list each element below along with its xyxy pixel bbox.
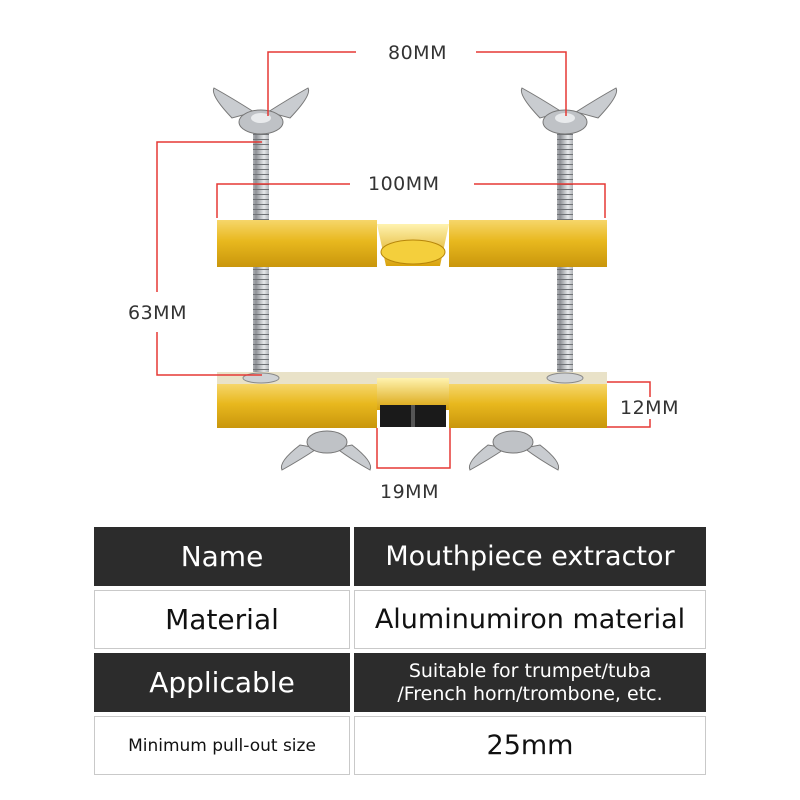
spec-label-name: Name	[94, 527, 350, 586]
table-row: Minimum pull-out size 25mm	[94, 716, 706, 775]
dimension-label-100mm: 100MM	[368, 173, 440, 195]
top-gold-bar	[217, 220, 607, 267]
dimension-label-63mm: 63MM	[128, 302, 187, 324]
bottom-right-wing-nut-icon	[468, 430, 560, 471]
dimension-label-19mm: 19MM	[380, 481, 439, 503]
spec-value-material: Aluminumiron material	[354, 590, 706, 649]
dimension-line-63mm	[156, 141, 262, 292]
mouthpiece-extractor-drawing	[156, 51, 651, 471]
bottom-left-wing-nut-icon	[280, 430, 372, 471]
table-row: Name Mouthpiece extractor	[94, 527, 706, 586]
bottom-gold-bar	[217, 372, 607, 428]
top-left-wing-nut-icon	[212, 87, 310, 135]
dimension-line-63mm-lower	[156, 332, 262, 376]
dimension-line-19mm	[376, 428, 451, 469]
product-illustration: 80MM 100MM 63MM 12MM 19MM	[128, 42, 679, 503]
dimension-line-80mm-right	[476, 51, 567, 116]
dimension-line-100mm	[216, 183, 350, 218]
dimension-label-12mm: 12MM	[620, 397, 679, 419]
spec-value-min-pullout: 25mm	[354, 716, 706, 775]
table-row: Applicable Suitable for trumpet/tuba /Fr…	[94, 653, 706, 712]
dimension-lines	[156, 51, 651, 469]
dimension-line-100mm-right	[474, 183, 606, 218]
top-right-wing-nut-icon	[520, 87, 618, 135]
spec-label-applicable: Applicable	[94, 653, 350, 712]
dimension-label-80mm: 80MM	[388, 42, 447, 64]
dimension-line-80mm	[267, 51, 356, 116]
spec-value-applicable-line1: Suitable for trumpet/tuba	[408, 659, 652, 682]
spec-label-min-pullout: Minimum pull-out size	[94, 716, 350, 775]
spec-value-applicable-line2: /French horn/trombone, etc.	[397, 682, 663, 705]
spec-label-material: Material	[94, 590, 350, 649]
spec-value-name: Mouthpiece extractor	[354, 527, 706, 586]
spec-value-applicable: Suitable for trumpet/tuba /French horn/t…	[354, 653, 706, 712]
table-row: Material Aluminumiron material	[94, 590, 706, 649]
spec-table: Name Mouthpiece extractor Material Alumi…	[94, 527, 706, 779]
